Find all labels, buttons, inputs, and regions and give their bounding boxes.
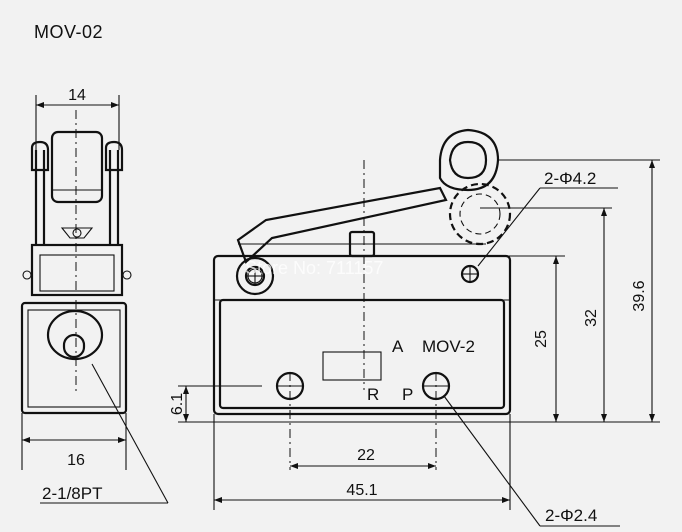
dim-hole-spacing: 22 xyxy=(357,447,375,464)
label-port-r: R xyxy=(367,385,379,404)
callout-port-holes: 2-Φ2.4 xyxy=(545,506,597,525)
dim-overall-height: 39.6 xyxy=(631,280,648,311)
dim-width-top: 14 xyxy=(68,87,86,104)
drawing-title: MOV-02 xyxy=(34,22,104,42)
dim-height-offset: 6.1 xyxy=(169,393,186,415)
front-view xyxy=(178,128,660,527)
watermark-text: Store No: 711157 xyxy=(245,258,383,278)
dim-body-height: 25 xyxy=(533,330,550,348)
callout-port-thread: 2-1/8PT xyxy=(42,484,102,503)
dim-mount-height: 32 xyxy=(583,309,600,327)
callout-mount-holes: 2-Φ4.2 xyxy=(544,169,596,188)
dim-overall-length: 45.1 xyxy=(346,482,377,499)
side-view xyxy=(20,95,169,504)
label-port-p: P xyxy=(402,385,413,404)
label-port-a: A xyxy=(392,337,404,356)
label-model: MOV-2 xyxy=(422,337,475,356)
dim-width-bottom: 16 xyxy=(67,452,85,469)
